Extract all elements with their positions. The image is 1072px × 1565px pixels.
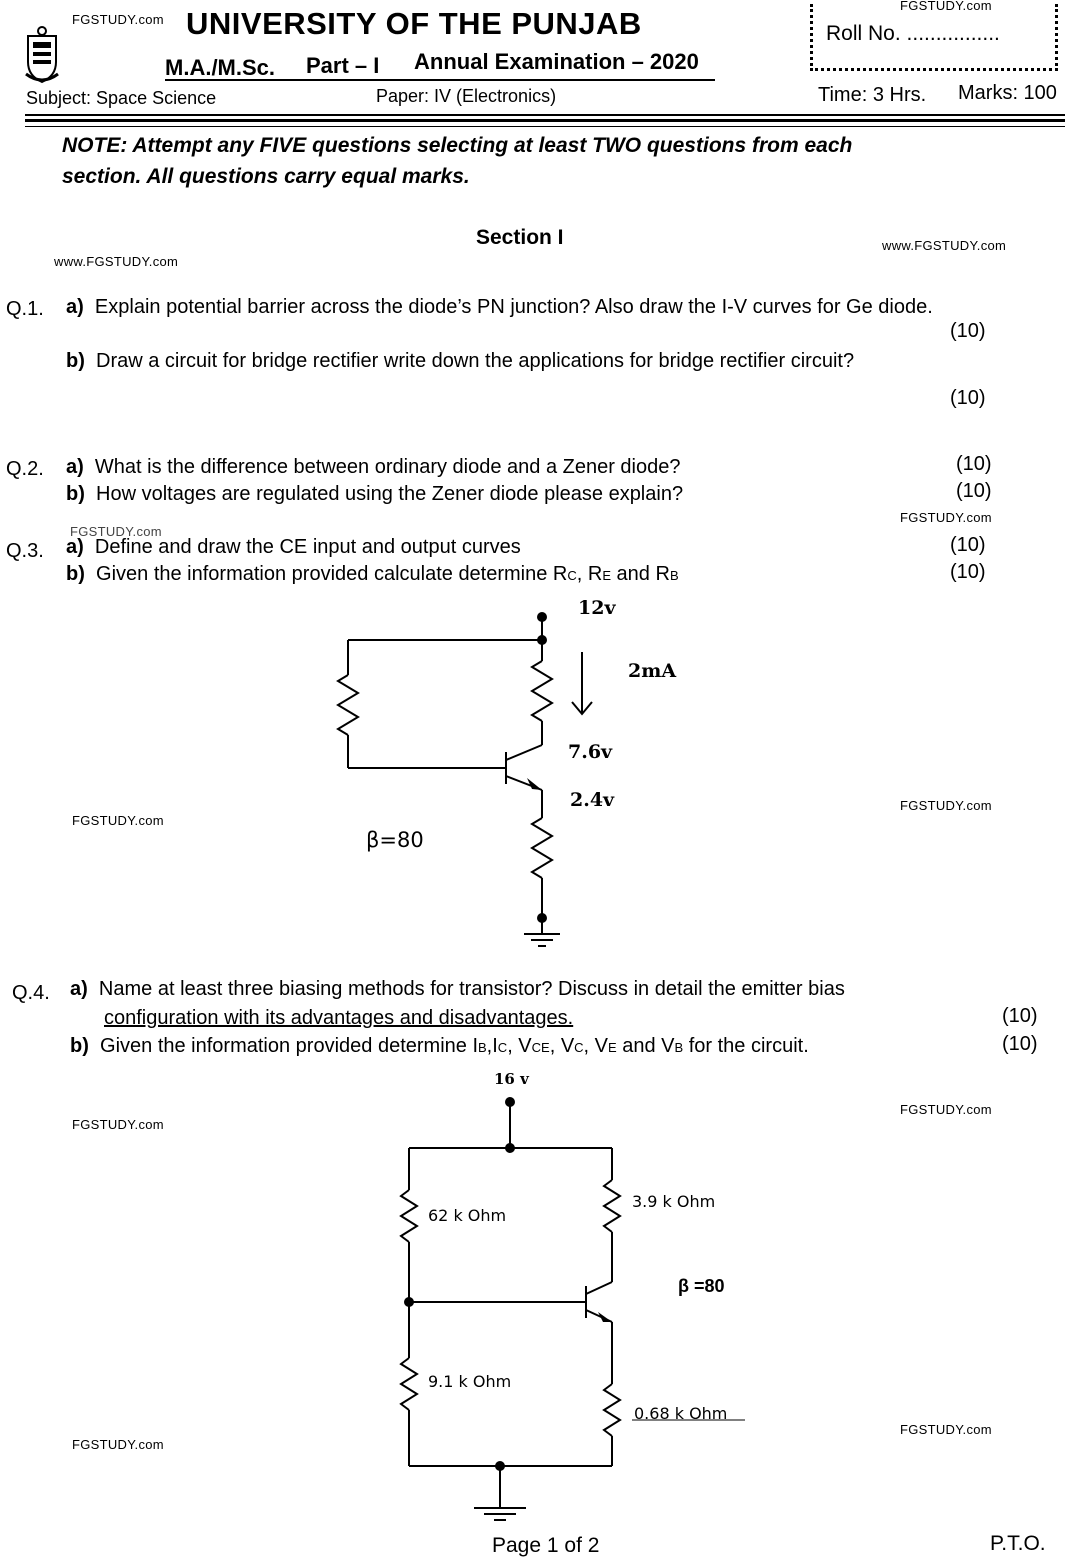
- question-part: a) Name at least three biasing methods f…: [70, 978, 845, 1000]
- watermark: FGSTUDY.com: [900, 510, 992, 525]
- exam-label: Annual Examination – 2020: [414, 49, 699, 74]
- question-number: Q.1.: [6, 298, 44, 320]
- supply-voltage-label: 12v: [578, 597, 616, 619]
- watermark: FGSTUDY.com: [900, 1422, 992, 1437]
- roll-number-field[interactable]: Roll No. ................: [826, 22, 1000, 45]
- question-part: b) Draw a circuit for bridge rectifier w…: [66, 350, 855, 372]
- instructions-note: NOTE: Attempt any FIVE questions selecti…: [62, 134, 853, 188]
- subject-label: Subject: Space Science: [26, 88, 217, 108]
- question-marks: (10): [1002, 1033, 1038, 1055]
- question-part: b) Given the information provided calcul…: [66, 563, 679, 585]
- emitter-voltage-label: 2.4v: [570, 789, 615, 811]
- question-number: Q.4.: [12, 982, 50, 1004]
- watermark: FGSTUDY.com: [72, 813, 164, 828]
- watermark: FGSTUDY.com: [72, 1117, 164, 1132]
- current-label: 2mA: [628, 660, 677, 682]
- watermark: FGSTUDY.com: [900, 0, 992, 13]
- watermark: FGSTUDY.com: [72, 1437, 164, 1452]
- watermark: www.FGSTUDY.com: [54, 254, 179, 269]
- beta-label: β =80: [678, 1276, 725, 1296]
- question-part: b) How voltages are regulated using the …: [66, 483, 684, 505]
- question-marks: (10): [950, 320, 986, 342]
- resistor-r1-label: 62 k Ohm: [428, 1206, 507, 1225]
- watermark: FGSTUDY.com: [72, 12, 164, 27]
- question-part: b) Given the information provided determ…: [70, 1035, 809, 1057]
- question-part: a) Define and draw the CE input and outp…: [66, 536, 521, 558]
- question-marks: (10): [950, 387, 986, 409]
- university-title: UNIVERSITY OF THE PUNJAB: [186, 6, 642, 41]
- pto-label: P.T.O.: [990, 1532, 1046, 1555]
- question-part-continued: configuration with its advantages and di…: [104, 1007, 574, 1029]
- resistor-re-label: 0.68 k Ohm: [634, 1404, 728, 1423]
- question-marks: (10): [1002, 1005, 1038, 1027]
- question-marks: (10): [956, 480, 992, 502]
- roll-number-box: [810, 4, 1058, 71]
- degree-label: M.A./M.Sc.: [165, 55, 276, 80]
- paper-label: Paper: IV (Electronics): [376, 86, 557, 106]
- resistor-r2-label: 9.1 k Ohm: [428, 1372, 512, 1391]
- watermark: FGSTUDY.com: [900, 798, 992, 813]
- header-divider: [25, 114, 1065, 116]
- watermark: www.FGSTUDY.com: [882, 238, 1007, 253]
- watermark: FGSTUDY.com: [70, 524, 162, 539]
- question-marks: (10): [956, 453, 992, 475]
- watermark: FGSTUDY.com: [900, 1102, 992, 1117]
- beta-label: β=80: [366, 828, 424, 852]
- section-title: Section I: [476, 226, 564, 249]
- part-label: Part – I: [306, 53, 380, 78]
- marks-label: Marks: 100: [958, 82, 1057, 104]
- resistor-rc-label: 3.9 k Ohm: [632, 1192, 716, 1211]
- question-number: Q.3.: [6, 540, 44, 562]
- question-marks: (10): [950, 561, 986, 583]
- collector-voltage-label: 7.6v: [568, 741, 613, 763]
- time-label: Time: 3 Hrs.: [818, 84, 927, 106]
- page-number: Page 1 of 2: [492, 1534, 600, 1557]
- question-part: a) Explain potential barrier across the …: [66, 296, 933, 318]
- question-marks: (10): [950, 534, 986, 556]
- question-part: a) What is the difference between ordina…: [66, 456, 681, 478]
- supply-voltage-label: 16 v: [494, 1070, 529, 1088]
- question-number: Q.2.: [6, 458, 44, 480]
